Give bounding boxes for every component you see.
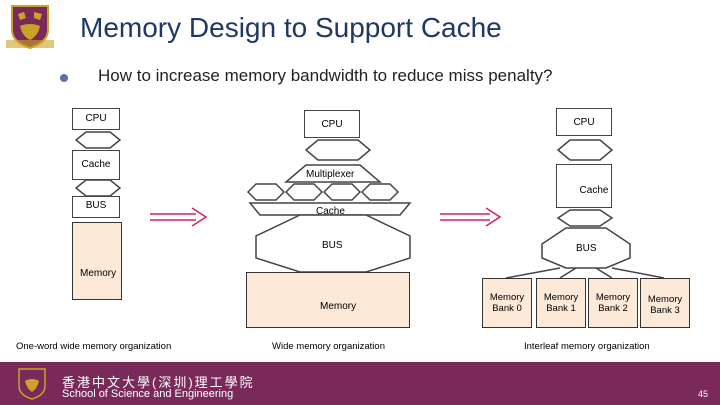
bullet-text: How to increase memory bandwidth to redu… — [98, 66, 553, 85]
left-cpu-label: CPU — [85, 113, 107, 124]
right-bank-links — [505, 267, 665, 279]
slide-title: Memory Design to Support Cache — [80, 12, 502, 43]
right-cpu-label: CPU — [573, 117, 595, 128]
memory-bank-2: Memory Bank 2 — [588, 278, 638, 328]
bullet-dot-icon — [60, 74, 68, 82]
middle-cpu-box: CPU — [304, 110, 360, 138]
arrow-middle-to-right-icon — [440, 207, 502, 227]
left-cache-label: Cache — [81, 159, 111, 170]
middle-bus-label: BUS — [322, 240, 343, 251]
page-number: 45 — [697, 389, 708, 399]
memory-bank-2-line2: Bank 2 — [598, 303, 628, 314]
memory-bank-3-line1: Memory — [647, 294, 683, 305]
middle-memory-label: Memory — [320, 301, 357, 312]
right-caption: Interleaf memory organization — [524, 341, 650, 352]
arrow-left-to-middle-icon — [150, 207, 208, 227]
left-bus-box: BUS — [72, 196, 120, 218]
left-memory-box — [72, 222, 122, 300]
memory-bank-0-line2: Bank 0 — [492, 303, 522, 314]
left-cache-bus-link — [74, 179, 122, 197]
memory-bank-3: Memory Bank 3 — [640, 278, 690, 328]
memory-bank-3-line2: Bank 3 — [650, 305, 680, 316]
middle-mux-trapezoid — [283, 164, 383, 183]
footer-chinese-name: 香港中文大學(深圳)理工學院 — [62, 375, 255, 390]
middle-memory-box — [246, 272, 410, 328]
left-cache-box: Cache — [72, 150, 120, 180]
middle-cache-label: Cache — [316, 206, 345, 217]
memory-bank-0-line1: Memory — [489, 292, 525, 303]
middle-cpu-label: CPU — [321, 119, 343, 130]
left-caption: One-word wide memory organization — [16, 341, 172, 352]
footer-logo-icon — [18, 368, 46, 400]
left-bus-label: BUS — [85, 200, 107, 211]
middle-multiplexer-label: Multiplexer — [306, 169, 355, 180]
right-bus-label: BUS — [576, 243, 597, 254]
memory-bank-1-line1: Memory — [543, 292, 579, 303]
middle-wide-bus-links — [246, 183, 400, 201]
middle-cache-trapezoid — [248, 202, 412, 216]
left-cpu-box: CPU — [72, 108, 120, 130]
right-cache-box: Cache — [556, 164, 612, 208]
memory-bank-2-line1: Memory — [595, 292, 631, 303]
middle-cpu-mux-link — [304, 139, 372, 161]
memory-bank-0: Memory Bank 0 — [482, 278, 532, 328]
middle-caption: Wide memory organization — [272, 341, 385, 352]
right-cache-label: Cache — [579, 185, 609, 196]
right-cpu-box: CPU — [556, 108, 612, 136]
memory-bank-1: Memory Bank 1 — [536, 278, 586, 328]
right-cpu-cache-link — [556, 139, 614, 161]
left-memory-label: Memory — [80, 268, 117, 279]
footer-band — [0, 362, 720, 405]
university-logo — [6, 5, 54, 50]
right-bus-shape — [541, 227, 631, 269]
left-cpu-cache-link — [74, 131, 122, 149]
footer-english-name: School of Science and Engineering — [62, 388, 234, 400]
right-cache-bus-link — [556, 209, 614, 227]
memory-bank-1-line2: Bank 1 — [546, 303, 576, 314]
